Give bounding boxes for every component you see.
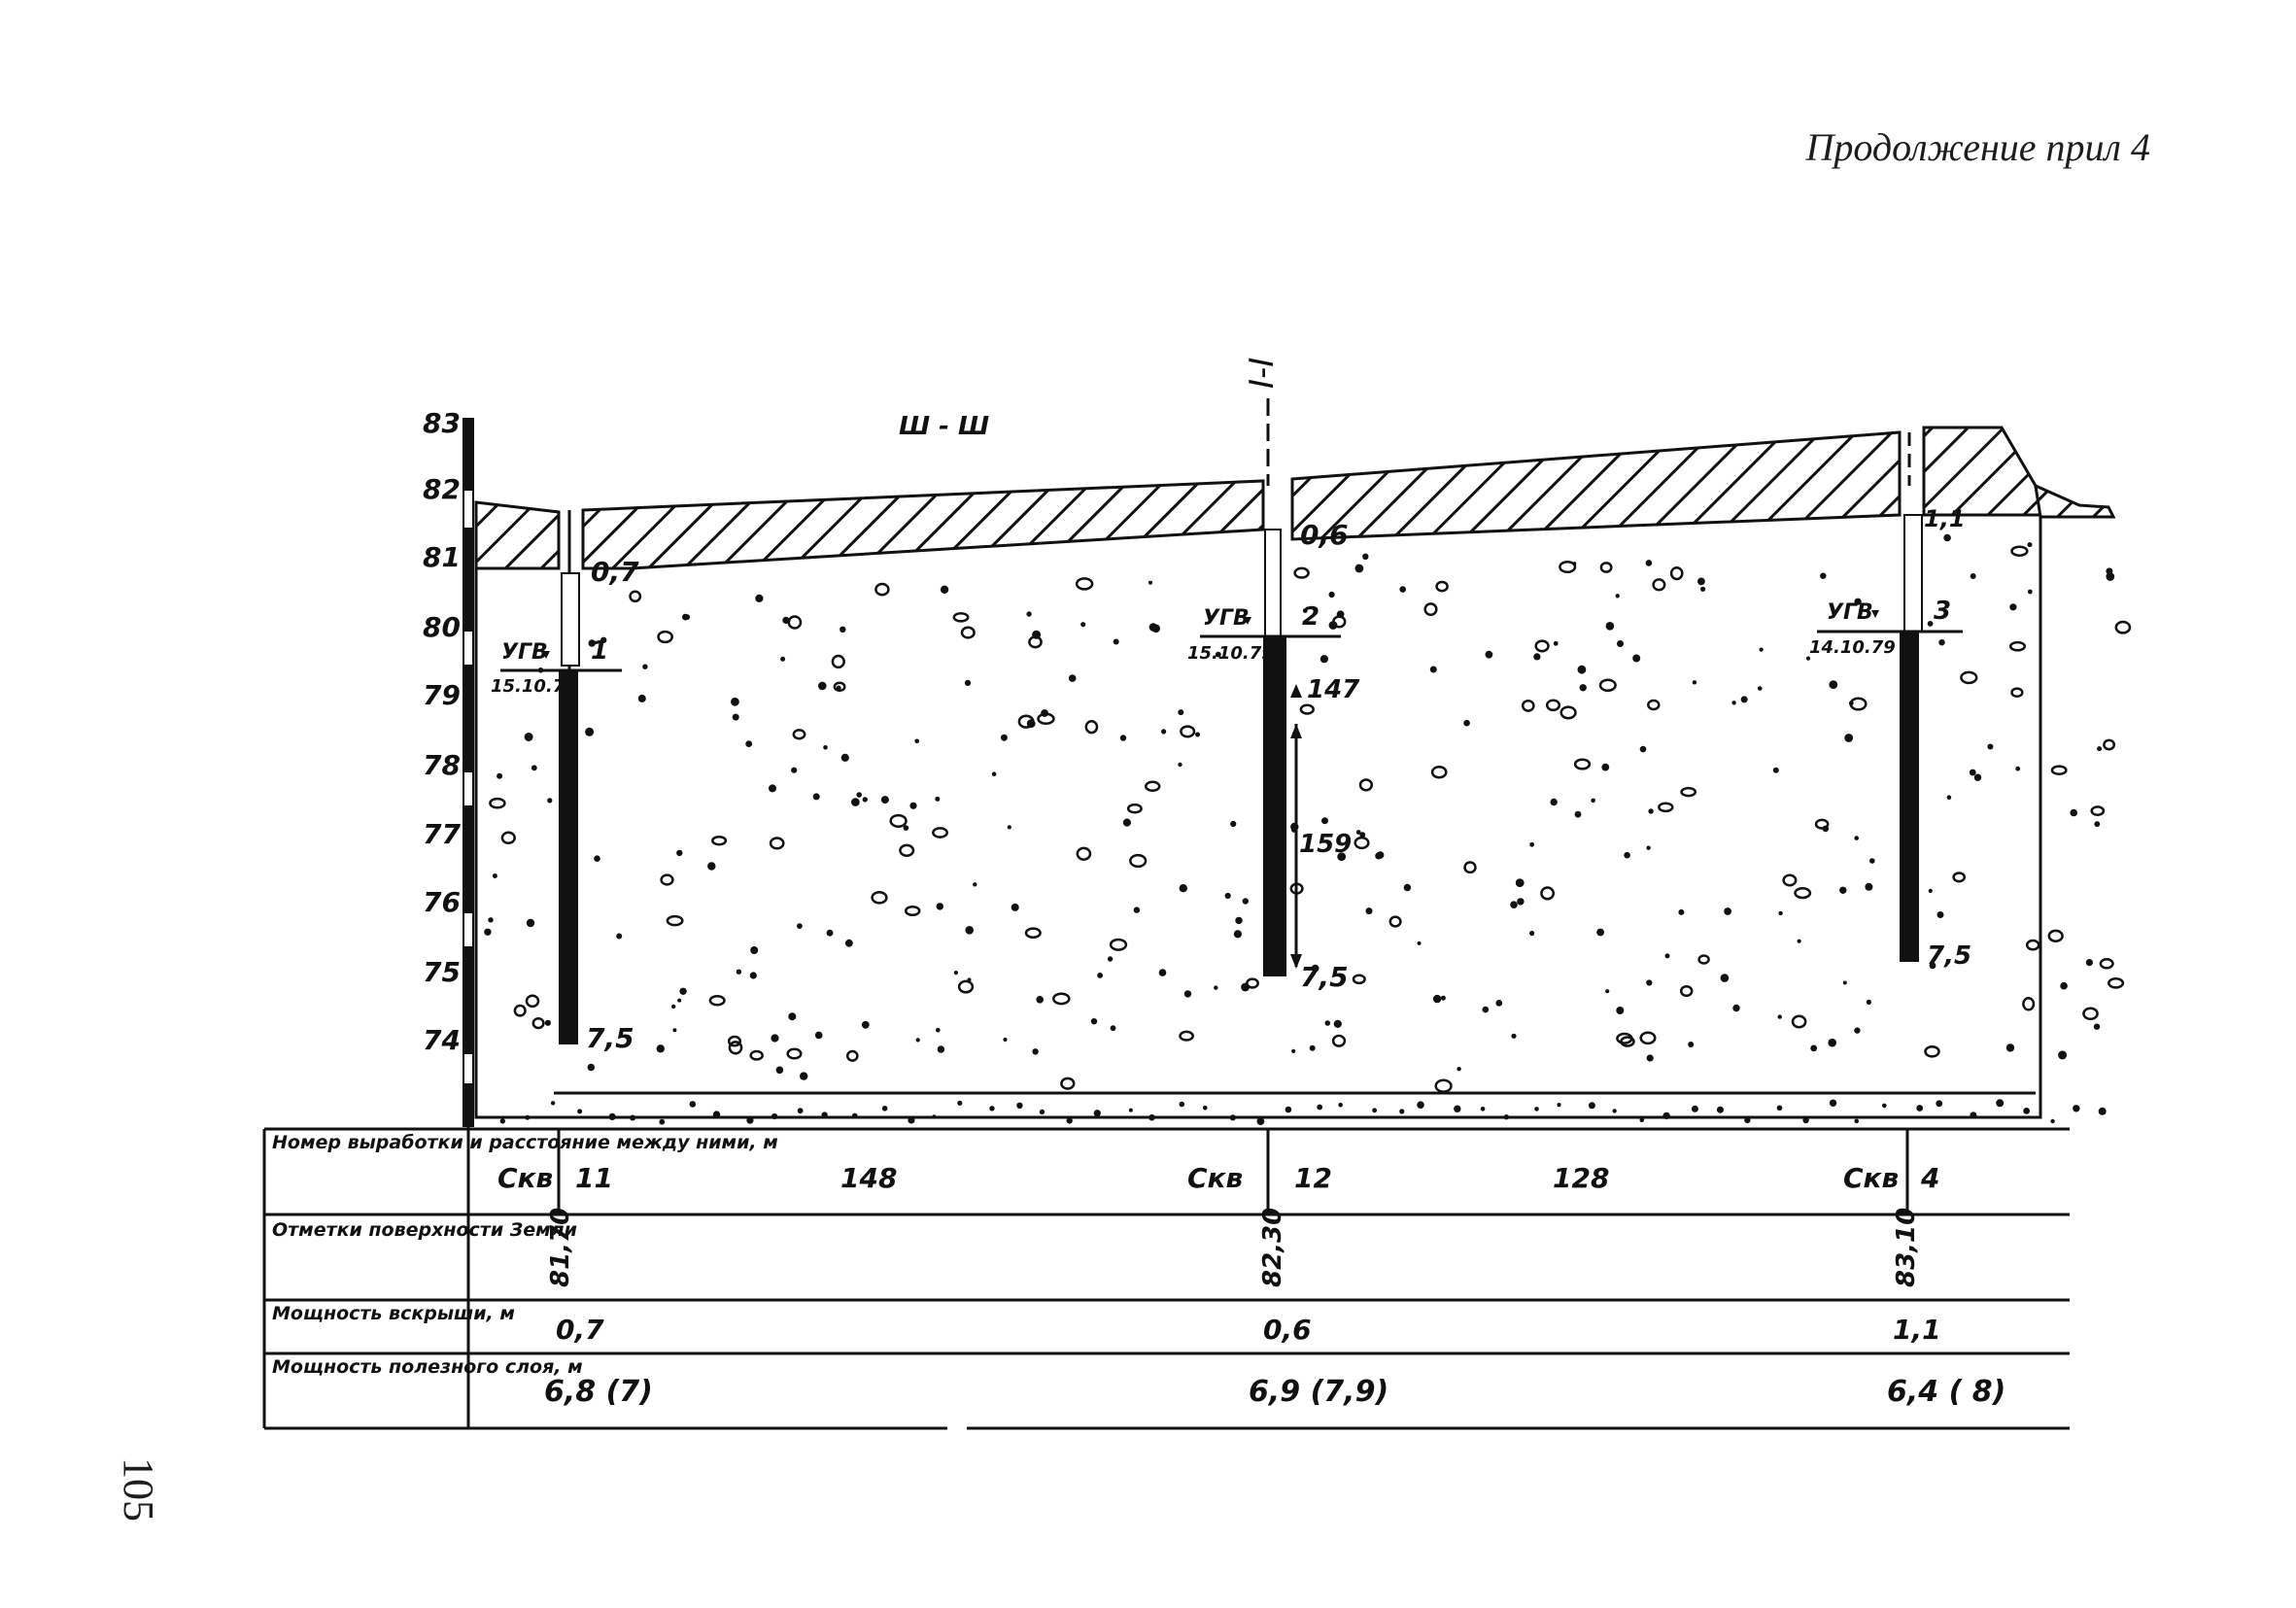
data-table: [262, 1127, 2070, 1430]
well-2: 0,6 УГВ 2 15.10.79 147 159 7,5: [1187, 519, 1360, 993]
elevation-76: 76: [423, 886, 461, 918]
row1-w2-num: 12: [1294, 1162, 1332, 1194]
row2-values: 81,70 82,30 83,10: [546, 1208, 1921, 1287]
row-header-3: Мощность вскрыши, м: [272, 1303, 515, 1324]
well-1-water-date: 15.10.79: [491, 676, 577, 697]
row-header-2: Отметки поверхности Земли: [272, 1219, 577, 1241]
well-2-marker-147: 147: [1307, 675, 1360, 704]
well-2-depth: 7,5: [1300, 961, 1349, 993]
well-1: 0,7 УГВ 1 15.10.79 7,5: [491, 510, 639, 1054]
row2-w2: 82,30: [1258, 1208, 1287, 1287]
row-headers: Номер выработки и расстояние между ними,…: [272, 1132, 778, 1378]
row4-w1: 6,8 (7): [544, 1375, 653, 1409]
well-2-marker-159: 159: [1299, 830, 1352, 859]
row1-w3-num: 4: [1920, 1162, 1939, 1194]
row-header-1: Номер выработки и расстояние между ними,…: [272, 1132, 778, 1153]
overburden-layer: [474, 426, 2116, 570]
well-2-water-date: 15.10.79: [1187, 643, 1274, 664]
elevation-83: 83: [423, 407, 461, 439]
row2-w3: 83,10: [1892, 1208, 1921, 1287]
row2-w1: 81,70: [546, 1208, 575, 1287]
well-3-number: 3: [1934, 597, 1951, 626]
row4-values: 6,8 (7) 6,9 (7,9) 6,4 ( 8): [544, 1375, 2005, 1409]
row1-w1-num: 11: [575, 1162, 613, 1194]
row-header-1-text: Номер выработки и расстояние между ними,…: [272, 1132, 778, 1153]
row3-w3: 1,1: [1893, 1314, 1941, 1346]
row-header-4-text: Мощность полезного слоя, м: [272, 1356, 583, 1378]
sand-texture: [484, 533, 2132, 1125]
productive-layer-boundary: [474, 515, 2042, 1119]
row3-w1: 0,7: [556, 1314, 604, 1346]
elevation-80: 80: [423, 611, 461, 643]
elevation-77: 77: [423, 818, 461, 850]
row1-dist-1: 148: [840, 1162, 897, 1194]
well-3-water-date: 14.10.79: [1809, 637, 1896, 658]
well-1-water-label: УГВ: [501, 640, 548, 665]
row1-w2-type: Скв: [1187, 1162, 1243, 1194]
elevation-81: 81: [423, 541, 461, 573]
row1-w1-type: Скв: [497, 1162, 553, 1194]
row-header-3-text: Мощность вскрыши, м: [272, 1303, 515, 1324]
well-3-depth: 7,5: [1927, 941, 1971, 971]
row-header-2-text: Отметки поверхности Земли: [272, 1219, 577, 1241]
well-2-number: 2: [1302, 602, 1319, 632]
section-label-left: Ш - Ш: [899, 412, 989, 441]
elevation-75: 75: [423, 956, 461, 988]
elevation-78: 78: [423, 749, 461, 781]
elevation-labels: 83 82 81 80 79 78 77 76 75 74: [423, 407, 461, 1056]
elevation-79: 79: [423, 679, 461, 711]
row3-w2: 0,6: [1263, 1314, 1312, 1346]
row1-w3-type: Скв: [1843, 1162, 1899, 1194]
well-2-overburden: 0,6: [1300, 519, 1349, 551]
well-3: 1,1 УГВ 3 14.10.79 7,5: [1809, 505, 1971, 971]
well-3-overburden: 1,1: [1924, 505, 1966, 532]
well-1-depth: 7,5: [586, 1022, 634, 1054]
page-header: Продолжение прил 4: [1805, 125, 2150, 169]
well-1-overburden: 0,7: [591, 556, 639, 588]
row4-w2: 6,9 (7,9): [1249, 1375, 1388, 1409]
section-label-mid: I-I: [1243, 358, 1282, 389]
row1-values: Скв 11 148 Скв 12 128 Скв 4: [497, 1162, 1939, 1194]
row4-w3: 6,4 ( 8): [1887, 1375, 2005, 1409]
row-header-4: Мощность полезного слоя, м: [272, 1356, 583, 1378]
well-2-water-label: УГВ: [1203, 606, 1250, 631]
row1-dist-2: 128: [1553, 1162, 1609, 1194]
elevation-74: 74: [423, 1024, 461, 1056]
well-1-number: 1: [591, 636, 608, 666]
elevation-82: 82: [423, 473, 461, 505]
row3-values: 0,7 0,6 1,1: [556, 1314, 1941, 1346]
well-3-water-label: УГВ: [1827, 600, 1873, 625]
